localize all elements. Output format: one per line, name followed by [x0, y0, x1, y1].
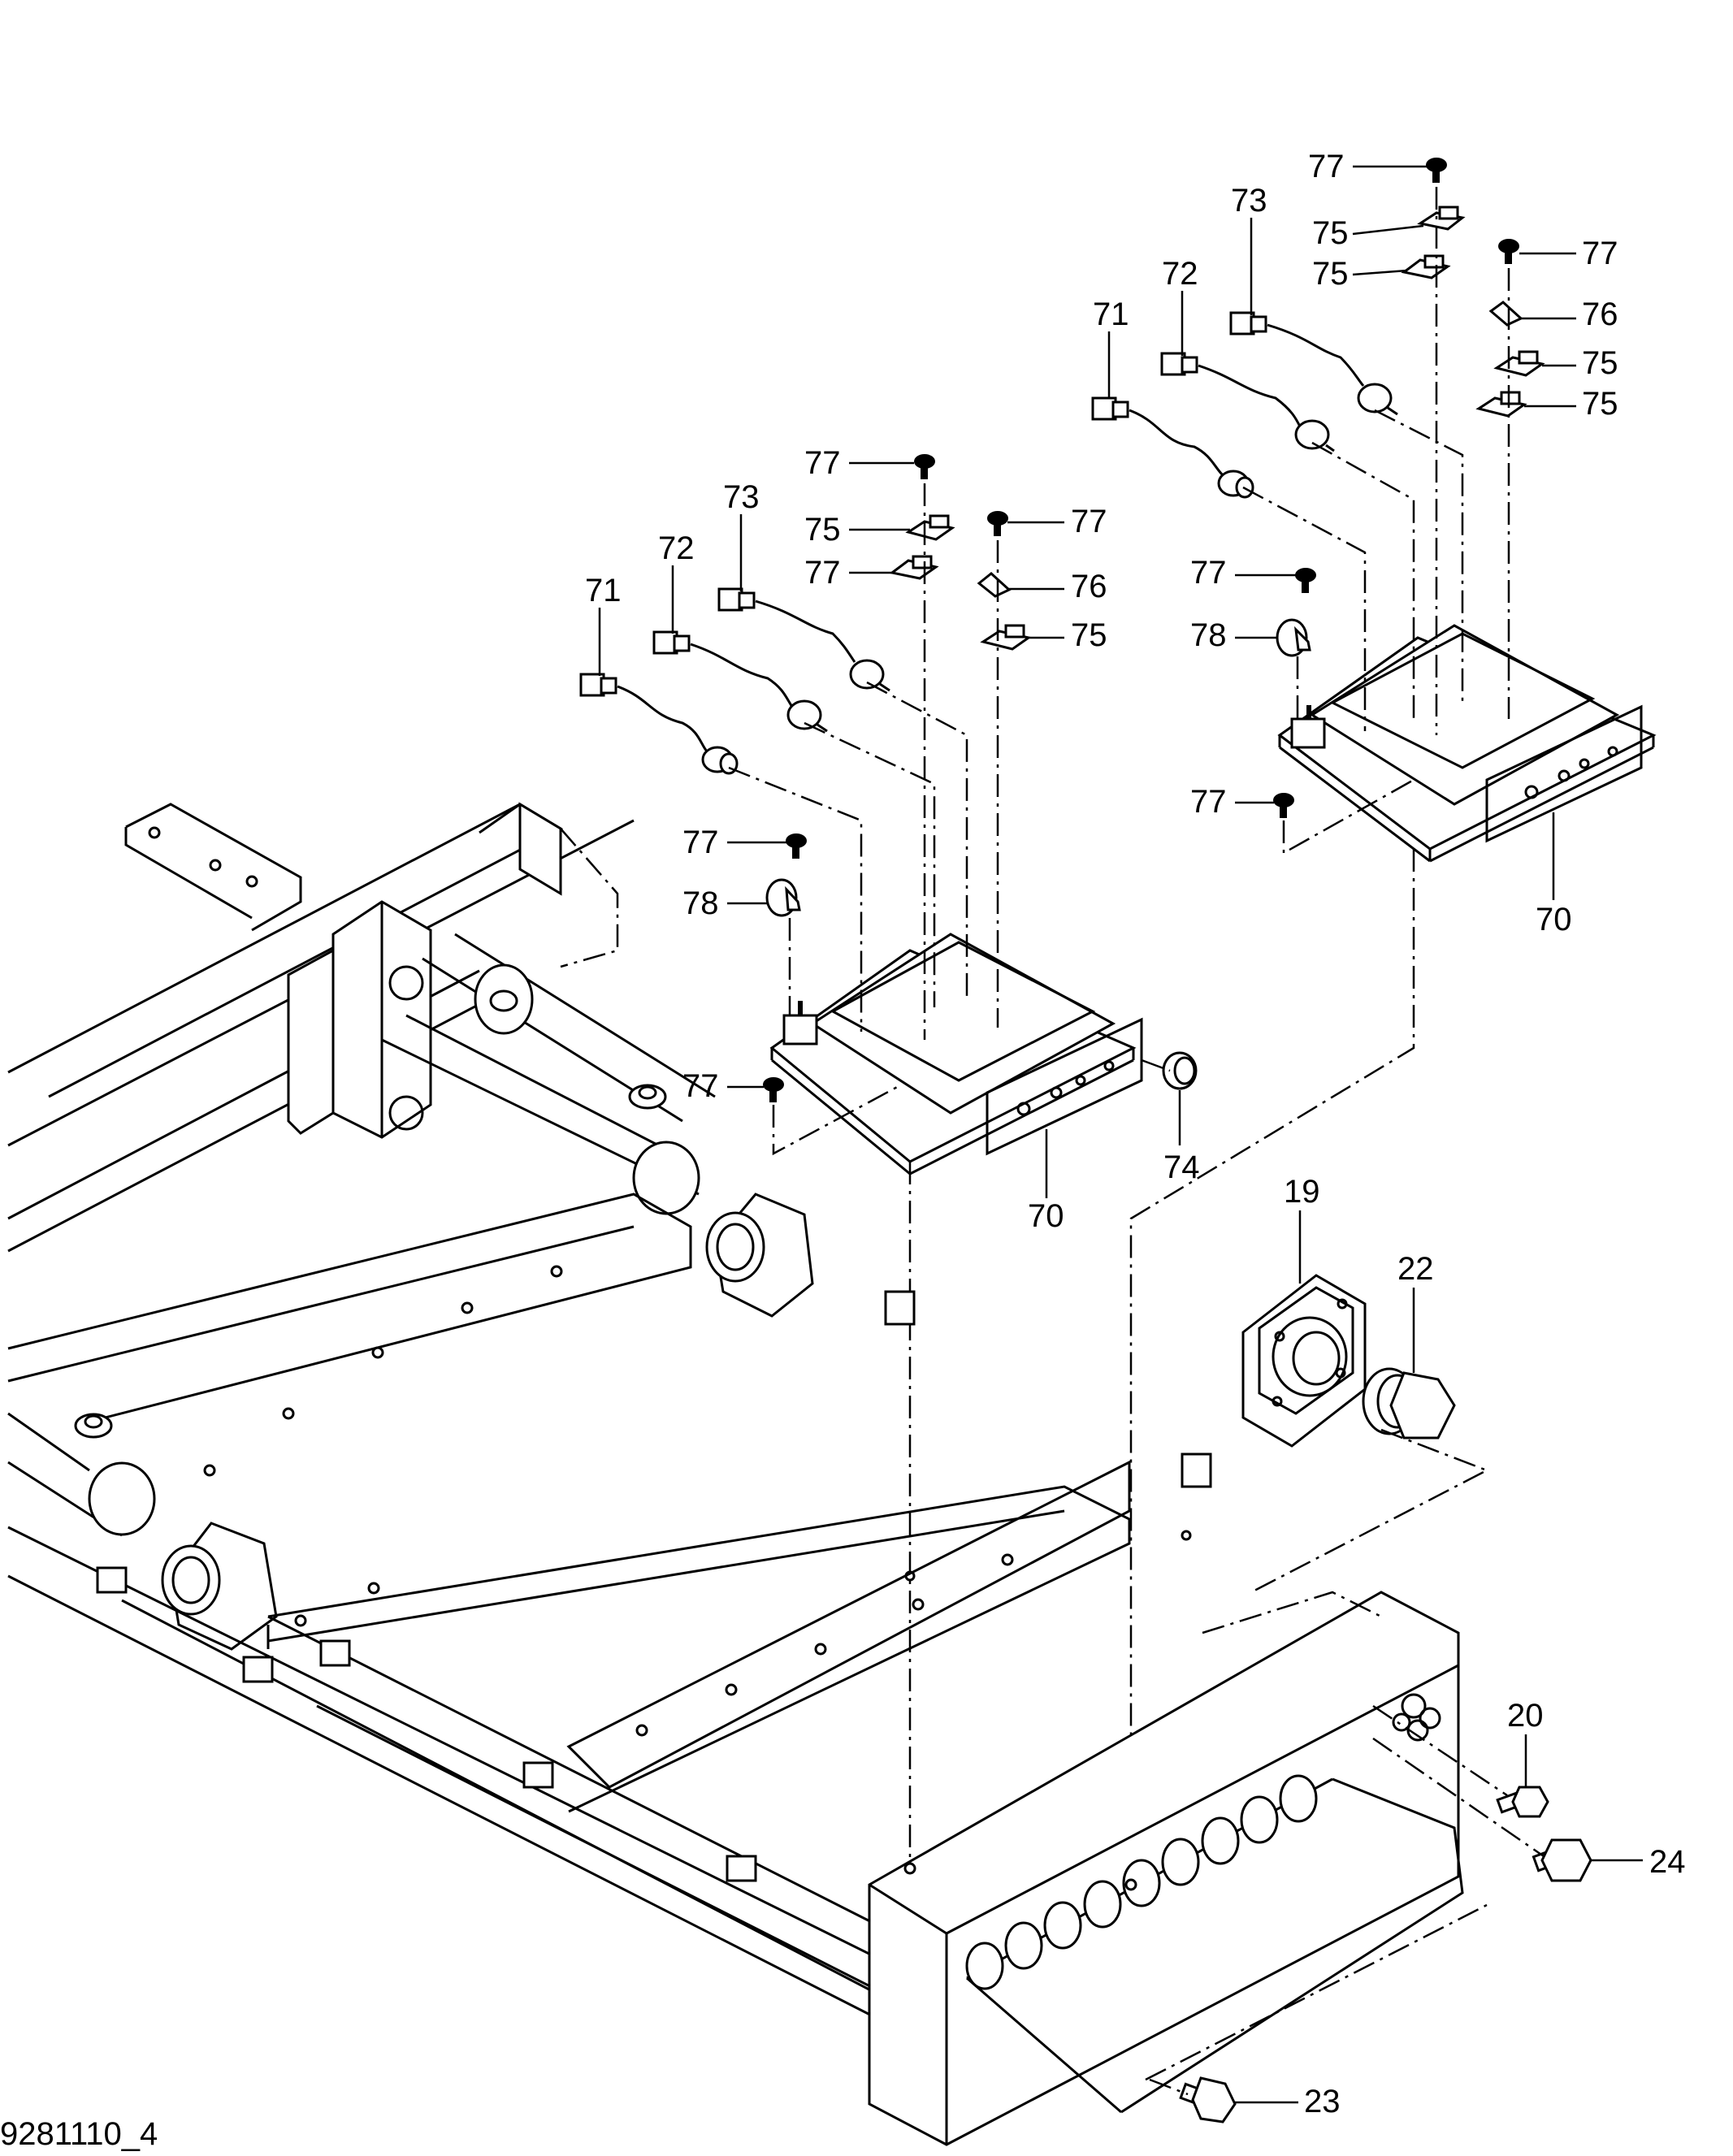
callout-75: 75 — [804, 512, 841, 548]
callout-22: 22 — [1397, 1251, 1434, 1287]
callout-71: 71 — [585, 573, 622, 608]
callout-75: 75 — [1582, 345, 1618, 381]
callout-75: 75 — [1312, 256, 1349, 292]
callout-24: 24 — [1649, 1844, 1686, 1880]
frame-chassis — [7, 802, 1464, 2146]
callout-77: 77 — [682, 1068, 719, 1104]
callout-78: 78 — [1190, 617, 1227, 653]
bolt-77-right-3 — [1295, 568, 1316, 593]
callout-19: 19 — [1284, 1174, 1320, 1210]
callout-70: 70 — [1028, 1198, 1064, 1234]
callout-78: 78 — [682, 885, 719, 921]
callout-77: 77 — [804, 555, 841, 591]
callout-73: 73 — [1231, 183, 1267, 219]
callout-76: 76 — [1582, 297, 1618, 332]
callout-77: 77 — [1308, 149, 1345, 184]
switch-72-right — [1160, 352, 1335, 452]
switch-72-center — [652, 630, 828, 733]
clip-75-center-1 — [905, 514, 955, 541]
callout-77: 77 — [1190, 555, 1227, 591]
bolt-20 — [1496, 1786, 1549, 1818]
callout-75: 75 — [1071, 617, 1107, 653]
clip-75-right-1 — [1417, 206, 1466, 231]
callout-75: 75 — [1312, 215, 1349, 251]
callout-74: 74 — [1163, 1149, 1200, 1185]
clip-76-right — [1488, 301, 1523, 327]
callout-75: 75 — [1582, 386, 1618, 422]
callout-71: 71 — [1093, 297, 1129, 332]
switch-box-assembly-right — [1091, 158, 1657, 1885]
flange-19 — [1241, 1274, 1367, 1448]
callout-76: 76 — [1071, 569, 1107, 604]
switch-71-center — [579, 673, 739, 775]
clip-75-right-2 — [1401, 254, 1451, 279]
callout-77: 77 — [1190, 784, 1227, 820]
plug-22 — [1362, 1367, 1456, 1439]
clip-76-center — [977, 572, 1012, 598]
bolt-77-center-top — [914, 454, 935, 479]
bolt-77-center-3 — [786, 833, 807, 859]
callout-72: 72 — [658, 530, 695, 566]
clip-75-right-4 — [1475, 391, 1527, 418]
bolt-77-right-4 — [1273, 793, 1294, 818]
callout-70: 70 — [1536, 902, 1572, 937]
callout-77: 77 — [682, 825, 719, 860]
grommet-74 — [1162, 1051, 1198, 1090]
bolt-77-right-2 — [1498, 239, 1519, 264]
callout-labels: 77 73 75 75 72 71 77 76 75 75 77 78 77 7… — [585, 149, 1686, 2119]
callout-20: 20 — [1507, 1698, 1544, 1734]
callout-77: 77 — [1071, 504, 1107, 539]
clip-75-center-2 — [980, 624, 1032, 651]
bracket-78-right — [1276, 618, 1311, 657]
clip-75-right-3 — [1493, 350, 1545, 377]
callout-77: 77 — [804, 445, 841, 481]
bolt-77-center-4 — [763, 1077, 784, 1102]
bolt-77-right-top — [1426, 158, 1447, 183]
bracket-78-center — [765, 878, 801, 917]
drawing-reference: 9281110_4 — [0, 2116, 158, 2152]
callout-73: 73 — [723, 479, 760, 515]
switch-box-assembly-center — [579, 454, 1198, 1868]
bolt-24 — [1532, 1838, 1592, 1882]
bolt-77-center-2 — [987, 511, 1008, 536]
switch-73-right — [1229, 311, 1398, 416]
bolt-23 — [1179, 2076, 1237, 2124]
switch-71-right — [1091, 396, 1254, 499]
callout-72: 72 — [1162, 256, 1198, 292]
switch-73-center — [717, 587, 890, 692]
callout-77: 77 — [1582, 236, 1618, 271]
clip-77-center-plate — [889, 555, 939, 580]
callout-23: 23 — [1304, 2084, 1341, 2119]
